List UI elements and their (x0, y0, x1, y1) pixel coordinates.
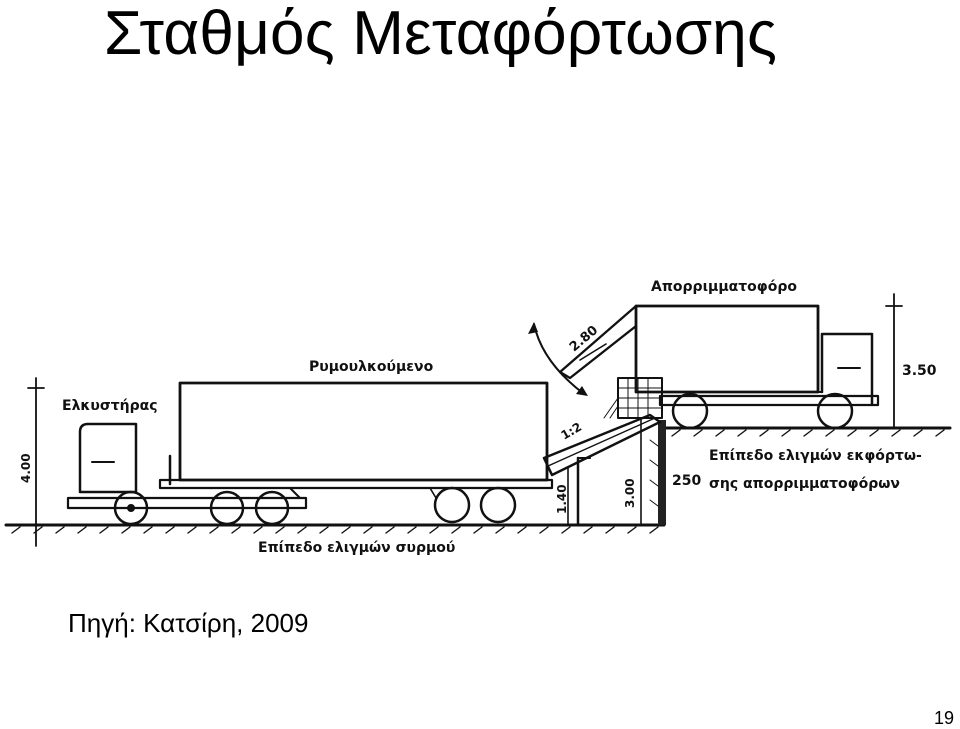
dim-label-3-00: 3.00 (623, 478, 637, 508)
semi-trailer (158, 381, 554, 524)
tipping-arc (528, 322, 607, 396)
dim-label-3-50: 3.50 (902, 363, 937, 379)
dim-label-4-00: 4.00 (19, 453, 33, 483)
slope-label-1-2: 1:2 (559, 420, 585, 443)
label-lower-level: Επίπεδο ελιγμών συρμού (258, 540, 455, 556)
dimension-3-50 (885, 293, 903, 429)
dim-label-250: 250 (672, 473, 701, 489)
source-caption: Πηγή: Κατσίρη, 2009 (68, 608, 309, 638)
lower-ground (4, 523, 666, 534)
hopper (603, 377, 663, 419)
label-upper-level-line2: σης απορριμματοφόρων (709, 476, 900, 492)
label-tractor: Ελκυστήρας (62, 398, 158, 414)
label-upper-level-line1: Επίπεδο ελιγμών εκφόρτω- (709, 448, 922, 464)
loading-chute (542, 413, 662, 477)
page-number: 19 (933, 708, 954, 728)
retaining-wall (576, 420, 666, 527)
label-garbage-truck: Απορριμματοφόρο (651, 279, 797, 295)
upper-ground (662, 426, 952, 437)
slide-title: Σταθμός Μεταφόρτωσης (104, 0, 778, 68)
dimension-4-00 (27, 377, 45, 547)
tractor-unit (66, 422, 308, 526)
garbage-truck (558, 304, 880, 430)
dim-label-1-40: 1.40 (555, 484, 569, 514)
label-trailer: Ρυμουλκούμενο (309, 359, 434, 375)
